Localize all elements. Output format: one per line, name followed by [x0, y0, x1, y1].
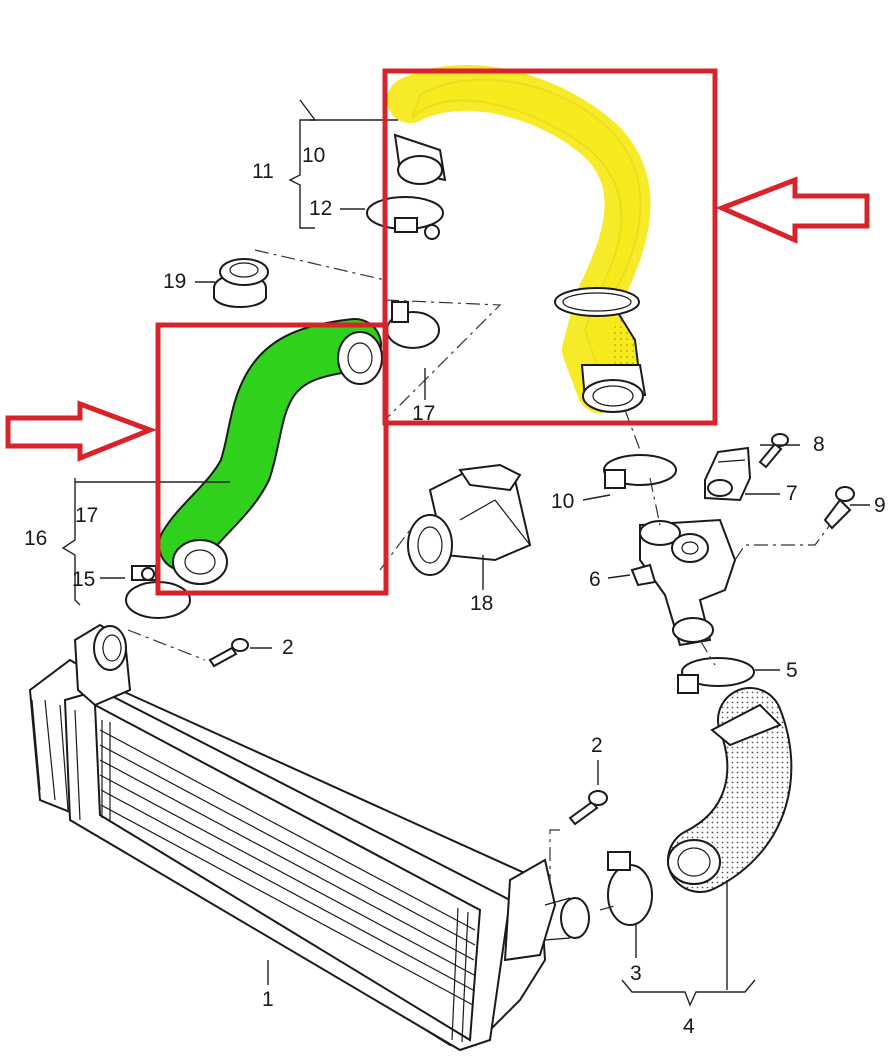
upper-charge-air-hose [387, 65, 651, 413]
resonator [407, 463, 532, 576]
hose-clamp-10 [603, 454, 677, 489]
callout-8: 8 [813, 433, 825, 456]
callout-18: 18 [470, 592, 493, 615]
callout-11: 11 [252, 160, 274, 183]
intercooler [28, 623, 590, 1052]
callout-9: 9 [874, 494, 886, 517]
callout-10-mid: 10 [551, 490, 574, 513]
connector-housing [639, 518, 737, 647]
clip-6 [630, 563, 657, 587]
callout-10-top: 10 [302, 144, 325, 167]
callout-17-hose: 17 [75, 504, 98, 527]
callout-7: 7 [786, 482, 798, 505]
callout-17-clamp: 17 [412, 402, 435, 425]
callout-16: 16 [24, 527, 47, 550]
callout-4: 4 [683, 1015, 695, 1038]
highlight-box-lower-hose [155, 322, 389, 596]
callout-15: 15 [72, 568, 95, 591]
plug [213, 258, 269, 308]
arrow-left-icon [715, 176, 870, 244]
callout-12: 12 [309, 197, 332, 220]
hose-clamp-12 [366, 196, 444, 240]
arrow-right-icon [5, 400, 157, 462]
bolt-2-top [208, 638, 249, 668]
bolt-8 [758, 433, 789, 469]
rivet-9 [823, 486, 855, 530]
callout-5: 5 [786, 659, 798, 682]
lower-charge-air-hose [158, 318, 383, 585]
callout-labels: 10 11 12 19 17 17 16 15 2 18 10 6 7 8 9 … [24, 144, 886, 1038]
hose-clamp-17 [386, 301, 440, 349]
bolt-2-bottom [568, 790, 608, 826]
callout-1: 1 [262, 988, 274, 1011]
callout-6: 6 [589, 568, 601, 591]
callout-2-top: 2 [282, 636, 294, 659]
callout-19: 19 [163, 270, 186, 293]
pressure-sensor [704, 446, 752, 502]
highlight-box-upper-hose [382, 68, 718, 426]
callout-2-bottom: 2 [591, 734, 603, 757]
callout-3: 3 [630, 962, 642, 985]
hose-clamp-3 [607, 851, 653, 926]
hose-clamp-5 [677, 657, 755, 694]
right-charge-air-hose [667, 687, 793, 893]
